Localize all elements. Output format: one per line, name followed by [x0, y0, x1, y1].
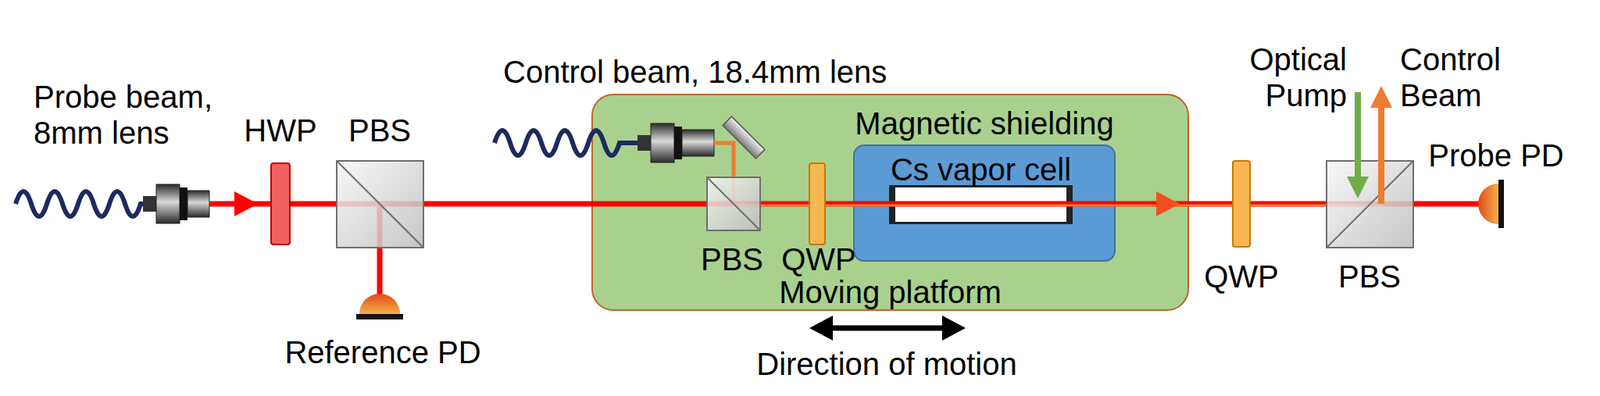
platform-region: Cs vapor cellMagnetic shieldingMoving pl… [591, 93, 1190, 311]
component-label: Reference PD [284, 334, 481, 371]
control-collimator [674, 126, 683, 160]
component-label: QWP [1203, 258, 1279, 295]
control-beam [714, 142, 734, 204]
component-label: QWP [781, 241, 857, 278]
component-label: PBS [348, 112, 411, 149]
label-holder: PBS [348, 112, 411, 149]
probe-collimator [187, 190, 210, 218]
shielding-box: Cs vapor cellMagnetic shielding [853, 144, 1116, 262]
motion-arrow [829, 325, 946, 332]
node-heading: Moving platform [778, 274, 1002, 311]
component-label: PBS [700, 241, 764, 278]
quarter-wave-plate [809, 163, 825, 245]
reference-beam [377, 203, 383, 296]
beam-label: Optical Pump [1237, 41, 1347, 114]
component-label: Probe beam, 8mm lens [33, 78, 239, 151]
motion-arrow [942, 315, 966, 341]
beam-splitter [336, 160, 424, 248]
beam-splitter [1326, 160, 1414, 248]
label-holder: Control beam, 18.4mm lens [503, 53, 887, 90]
label-holder: Direction of motion [756, 346, 1017, 383]
control-beam [733, 204, 1382, 208]
control-fiber [494, 130, 638, 156]
control-collimator [650, 123, 675, 163]
photodiode [359, 293, 400, 315]
motion-arrow [809, 315, 833, 341]
beam-arrowhead [1156, 191, 1180, 217]
probe-collimator [142, 196, 157, 212]
label-holder: QWP [1203, 258, 1279, 295]
control-arrow [1370, 85, 1393, 108]
beam-arrowhead [234, 191, 258, 217]
node-heading: Cs vapor cell [890, 151, 1072, 188]
pump-arrow [1354, 92, 1361, 180]
beam-label: Control Beam [1400, 41, 1518, 114]
vapor-cell: Cs vapor cell [889, 185, 1073, 225]
control-collimator [682, 129, 715, 157]
probe-collimator [156, 184, 180, 224]
pump-arrow [1346, 176, 1369, 199]
control-arrow [1378, 104, 1385, 204]
probe-beam [209, 201, 1479, 208]
mirror [722, 116, 765, 159]
component-label: Control beam, 18.4mm lens [503, 53, 887, 90]
control-collimator [637, 135, 651, 151]
half-wave-plate [271, 163, 290, 245]
label-holder: Reference PD [284, 334, 481, 371]
label-holder: Optical Pump [1237, 41, 1347, 114]
label-holder: PBS [700, 241, 764, 278]
photodiode [356, 314, 404, 320]
label-holder: Control Beam [1400, 41, 1518, 114]
component-label: Probe PD [1428, 137, 1564, 174]
photodiode [1478, 183, 1499, 225]
beam-splitter [1326, 160, 1414, 248]
component-label: PBS [1338, 258, 1401, 295]
quarter-wave-plate [1232, 160, 1250, 247]
probe-fiber [15, 191, 143, 217]
label-holder: QWP [781, 241, 857, 278]
photodiode [1498, 179, 1504, 229]
component-label: HWP [243, 112, 317, 149]
motion-label: Direction of motion [756, 346, 1017, 383]
beam-splitter [336, 160, 424, 248]
label-holder: Probe PD [1428, 137, 1564, 174]
label-holder: PBS [1338, 258, 1401, 295]
node-heading: Magnetic shielding [854, 105, 1114, 142]
beam-splitter [707, 177, 761, 231]
label-holder: Probe beam, 8mm lens [33, 78, 239, 151]
probe-collimator [179, 187, 188, 221]
beam-splitter [707, 177, 761, 231]
label-holder: HWP [243, 112, 317, 149]
